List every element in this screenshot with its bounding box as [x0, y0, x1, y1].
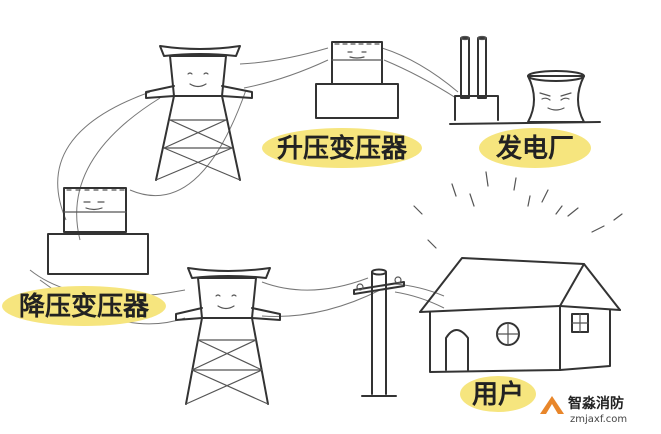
label-step-down-text: 降压变压器	[19, 291, 150, 322]
label-step-down: 降压变压器	[2, 286, 166, 326]
label-user: 用户	[460, 376, 536, 412]
label-step-up: 升压变压器	[262, 128, 422, 168]
step-down-transformer-icon	[47, 187, 149, 275]
label-power-plant-text: 发电厂	[495, 133, 574, 164]
label-step-up-text: 升压变压器	[277, 133, 408, 164]
watermark-url: zmjaxf.com	[570, 414, 627, 425]
pole-icon	[353, 268, 405, 397]
house-icon	[413, 171, 623, 373]
label-user-text: 用户	[472, 379, 524, 410]
watermark-name: 智淼消防	[567, 395, 624, 412]
label-power-plant: 发电厂	[479, 128, 591, 168]
watermark-logo-icon	[540, 396, 564, 414]
watermark: 智淼消防 zmjaxf.com	[540, 395, 627, 425]
power-plant-icon	[449, 35, 601, 125]
step-up-transformer-icon	[315, 41, 399, 119]
tower-icon	[175, 267, 281, 405]
tower-icon	[145, 45, 253, 181]
